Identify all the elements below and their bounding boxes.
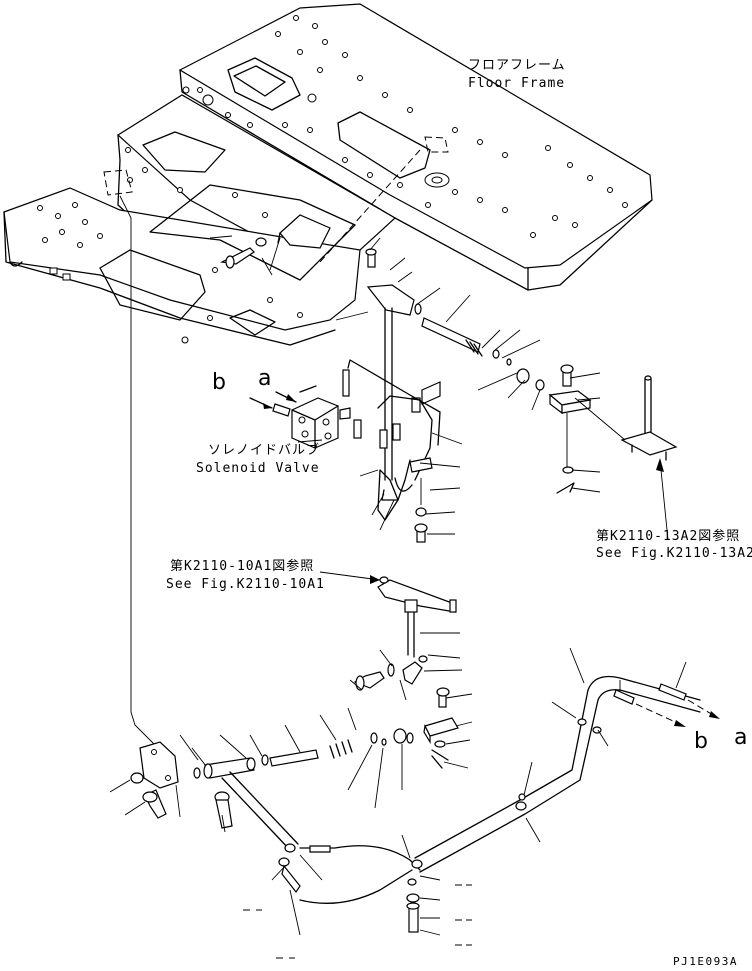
ref-a-jp-label: 第K2110-10A1図参照 [170,558,314,574]
lower-assembly [130,675,720,933]
connector-b-top: b [212,370,226,395]
dash-marks [243,884,472,959]
ref-b-en-label: See Fig.K2110-13A2 [596,546,752,561]
floor-frame [3,3,653,346]
guide-line [119,195,171,761]
floor-frame-en-label: Floor Frame [468,76,565,91]
ref-a-en-label: See Fig.K2110-10A1 [166,577,325,592]
connector-b-bottom: b [694,729,708,754]
upper-assembly [220,214,678,543]
drawing-code: PJ1E093A [673,955,738,968]
connector-a-bottom: a [734,725,747,750]
connector-a-top: a [258,366,271,391]
ref-b-jp-label: 第K2110-13A2図参照 [596,528,740,544]
solenoid-jp-label: ソレノイドバルブ [208,442,320,458]
middle-lever [319,571,459,769]
solenoid-en-label: Solenoid Valve [196,461,320,476]
frame-holes [37,15,628,344]
leader-lines [109,235,687,936]
text-labels: フロアフレーム Floor Frame ソレノイドバルブ Solenoid Va… [166,58,752,968]
floor-frame-jp-label: フロアフレーム [468,58,566,73]
